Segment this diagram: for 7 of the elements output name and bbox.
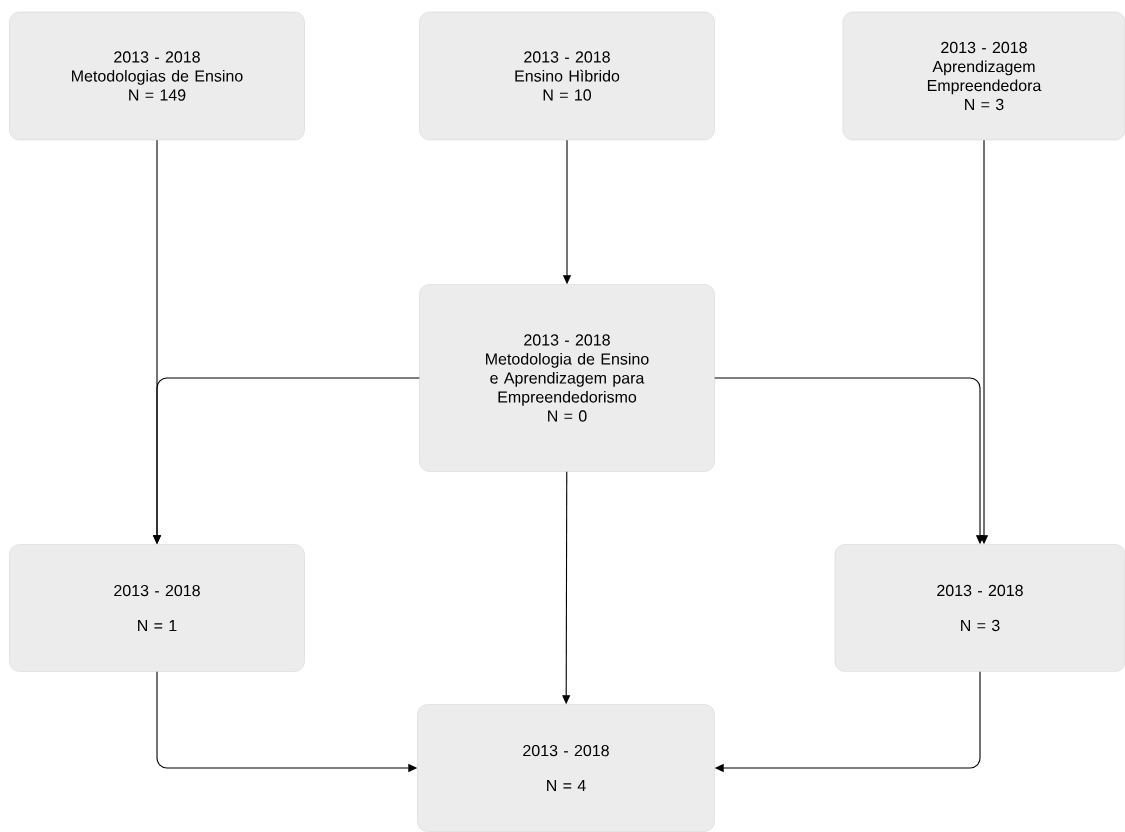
process-box: 2013 - 2018 N = 3 — [834, 544, 1125, 672]
process-box: 2013 - 2018 Metodologia de Ensino e Aprendizagem para Empreendedorismo N = 0 — [419, 284, 715, 472]
process-box: 2013 - 2018 N = 4 — [417, 704, 715, 832]
process-box: 2013 - 2018 Ensino Hìbrido N = 10 — [419, 11, 715, 141]
process-box: 2013 - 2018 Aprendizagem Empreendedora N = 3 — [842, 11, 1125, 141]
process-box: 2013 - 2018 Metodologias de Ensino N = 149 — [9, 11, 305, 141]
process-box: 2013 - 2018 N = 1 — [9, 544, 305, 672]
